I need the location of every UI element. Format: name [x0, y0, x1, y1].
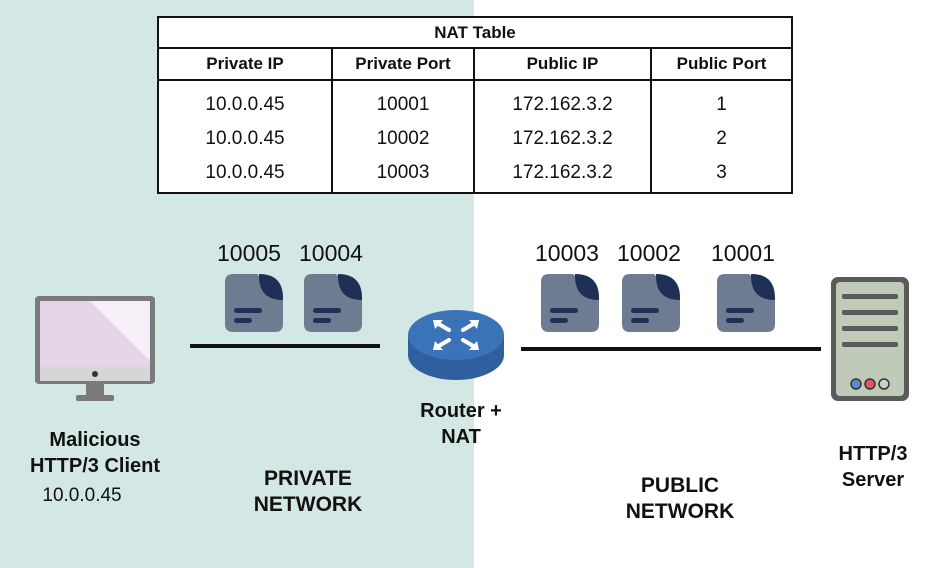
computer-monitor-icon: [35, 296, 155, 401]
nat-table-column-divider: [650, 49, 652, 192]
private-packet-port-label: 10004: [299, 240, 363, 266]
table-cell: 2: [716, 128, 727, 149]
private-network-label: PRIVATE NETWORK: [228, 466, 388, 518]
header-private-ip: Private IP: [206, 54, 284, 73]
packet-icon: [717, 274, 775, 332]
table-cell: 172.162.3.2: [512, 128, 613, 149]
public-packet-port-label: 10001: [711, 240, 775, 266]
table-cell: 10.0.0.45: [205, 162, 285, 183]
client-label-line: HTTP/3 Client: [29, 455, 160, 477]
header-public-port: Public Port: [676, 54, 767, 73]
client-label-line: Malicious: [49, 429, 141, 451]
private-packet-port-label: 10005: [217, 240, 281, 266]
packet-icon: [622, 274, 680, 332]
table-cell: 10.0.0.45: [205, 128, 285, 149]
public-network-label-line: NETWORK: [625, 500, 735, 523]
server-label: HTTP/3 Server: [818, 441, 928, 493]
header-public-ip: Public IP: [526, 54, 599, 73]
router-label: Router + NAT: [398, 398, 524, 450]
table-cell: 172.162.3.2: [512, 162, 613, 183]
table-cell: 172.162.3.2: [512, 94, 613, 115]
nat-table-column-divider: [473, 49, 475, 192]
table-cell: 1: [716, 94, 727, 115]
server-label-line: Server: [841, 469, 905, 491]
nat-table-header-row: Private IP Private Port Public IP Public…: [159, 49, 791, 81]
public-network-link: [521, 347, 821, 351]
table-cell: 10003: [376, 162, 430, 183]
public-packet-port-label: 10003: [535, 240, 599, 266]
router-label-line: Router +: [420, 400, 502, 422]
router-label-line: NAT: [441, 426, 481, 448]
private-network-label-line: NETWORK: [253, 493, 363, 516]
client-ip-label: 10.0.0.45: [42, 485, 122, 506]
packet-icon: [304, 274, 362, 332]
table-cell: 10002: [376, 128, 430, 149]
router-icon: [408, 310, 504, 380]
table-cell: 10.0.0.45: [205, 94, 285, 115]
packet-icon: [225, 274, 283, 332]
table-cell: 10001: [376, 94, 430, 115]
nat-table: NAT Table Private IP Private Port Public…: [157, 16, 793, 194]
private-network-label-line: PRIVATE: [264, 467, 352, 490]
server-label-line: HTTP/3: [838, 443, 908, 465]
packet-icon: [541, 274, 599, 332]
public-network-label: PUBLIC NETWORK: [600, 473, 760, 525]
private-network-link: [190, 344, 380, 348]
header-private-port: Private Port: [355, 54, 451, 73]
nat-table-body: 10.0.0.45 10001 172.162.3.2 1 10.0.0.45 …: [159, 81, 791, 192]
server-icon: [831, 277, 909, 401]
nat-table-column-divider: [331, 49, 333, 192]
public-network-label-line: PUBLIC: [640, 474, 720, 497]
public-packet-port-label: 10002: [617, 240, 681, 266]
nat-table-title: NAT Table: [159, 18, 791, 49]
client-label: Malicious HTTP/3 Client: [10, 427, 180, 479]
table-cell: 3: [716, 162, 727, 183]
